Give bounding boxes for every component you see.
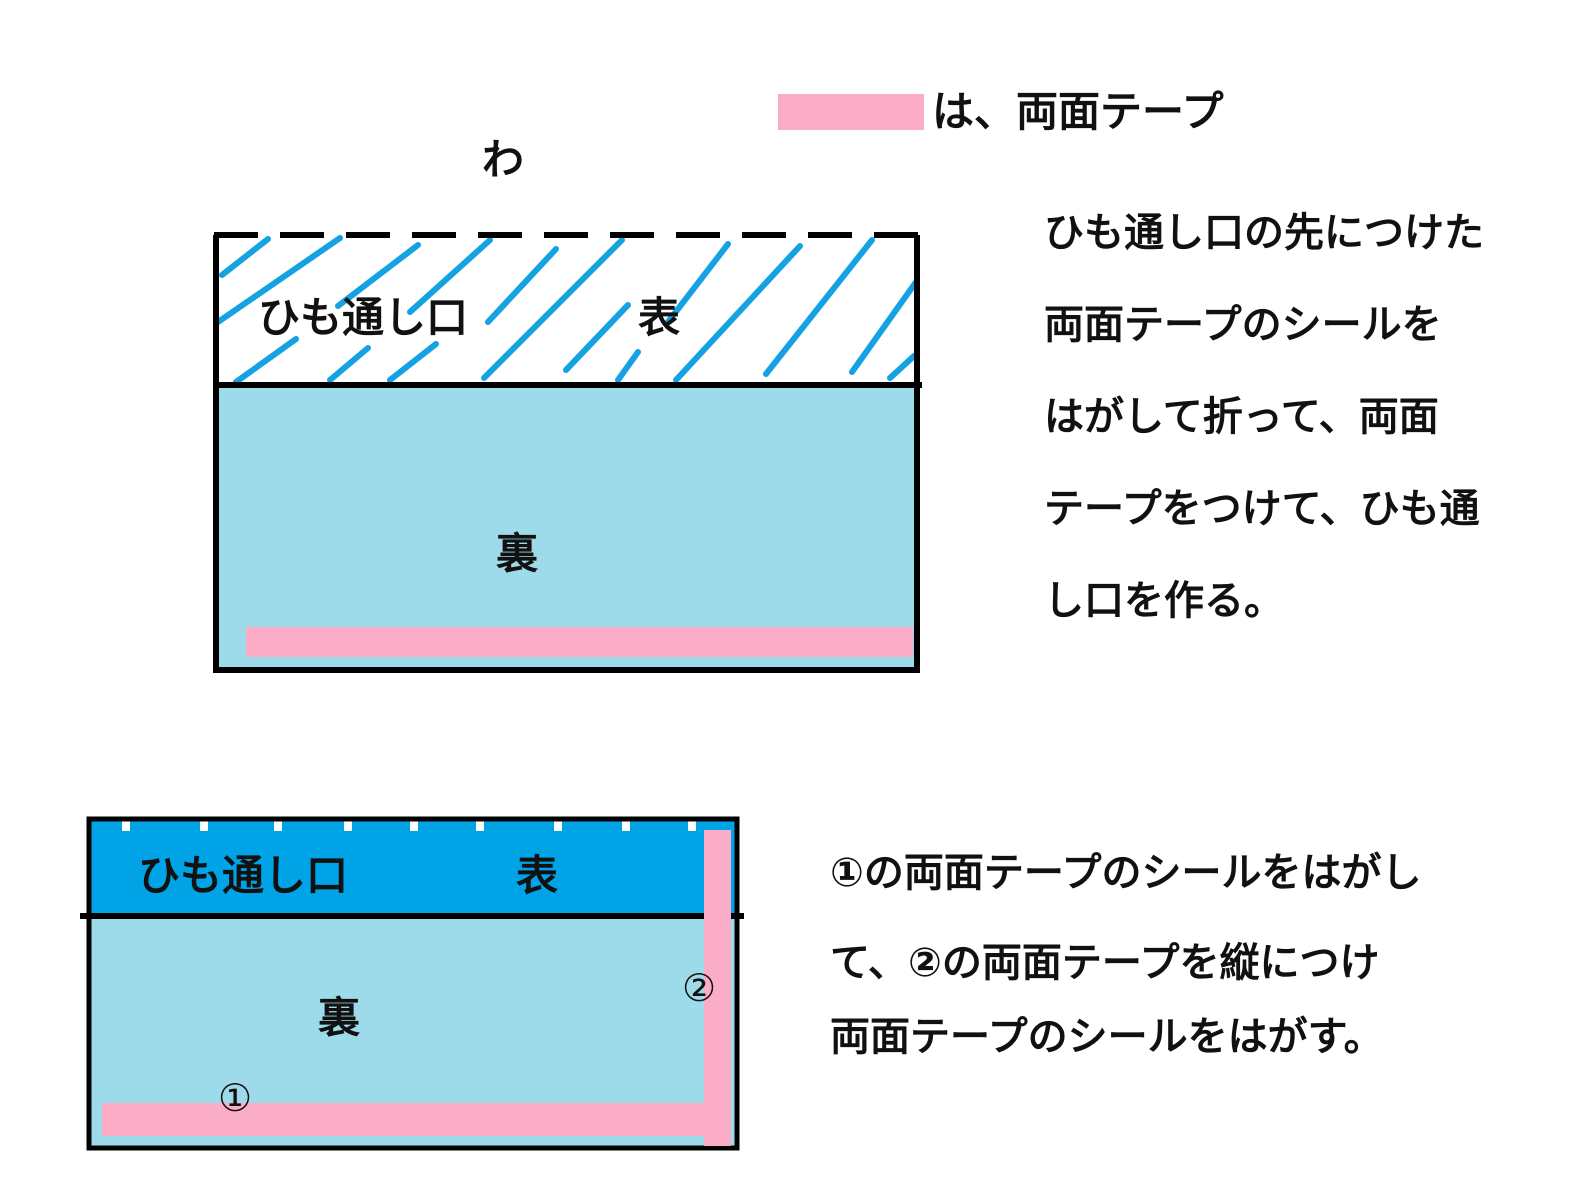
step2-tape-2: [704, 830, 731, 1146]
step1-instruction-line: し口を作る。: [1044, 578, 1284, 624]
step2-front-label: 表: [516, 851, 559, 900]
step1-tape: [246, 627, 913, 657]
step2-top-notches: [122, 817, 696, 831]
step2-instruction-line: 両面テープのシールをはがす。: [830, 1014, 1384, 1060]
legend-tape-swatch: [778, 94, 924, 130]
step1-instructions: ひも通し口の先につけた 両面テープのシールを はがして折って、両面 テープをつけ…: [1044, 210, 1484, 624]
step2-front-flap: [90, 821, 736, 915]
step1-back-label: 裏: [496, 529, 539, 578]
step2-instructions: ①の両面テープのシールをはがし て、②の両面テープを縦につけ 両面テープのシール…: [830, 850, 1421, 1060]
step2-tape-1: [102, 1103, 730, 1136]
step1-instruction-line: テープをつけて、ひも通: [1044, 486, 1480, 532]
step1-hatching: [215, 235, 919, 385]
step1-outline: [213, 235, 920, 673]
step1-instruction-line: はがして折って、両面: [1044, 394, 1439, 440]
step2-instruction-line: て、②の両面テープを縦につけ: [830, 940, 1380, 986]
step2-instruction-line: ①の両面テープのシールをはがし: [830, 850, 1422, 896]
step1-instruction-line: 両面テープのシールを: [1044, 302, 1442, 348]
step2-channel-label: ひも通し口: [138, 851, 349, 900]
legend-text: は、両面テープ: [932, 87, 1224, 136]
step1-front-label: 表: [638, 293, 681, 342]
step2-marker-2: ②: [682, 966, 717, 1010]
step1-instruction-line: ひも通し口の先につけた: [1044, 210, 1484, 256]
step1-back-panel: [217, 387, 916, 668]
step1-channel-label: ひも通し口: [258, 293, 469, 342]
step2-back-label: 裏: [318, 993, 361, 1042]
step2-marker-1: ①: [218, 1076, 253, 1120]
fold-mark: わ: [482, 135, 525, 184]
step2-outline: [86, 816, 740, 1151]
